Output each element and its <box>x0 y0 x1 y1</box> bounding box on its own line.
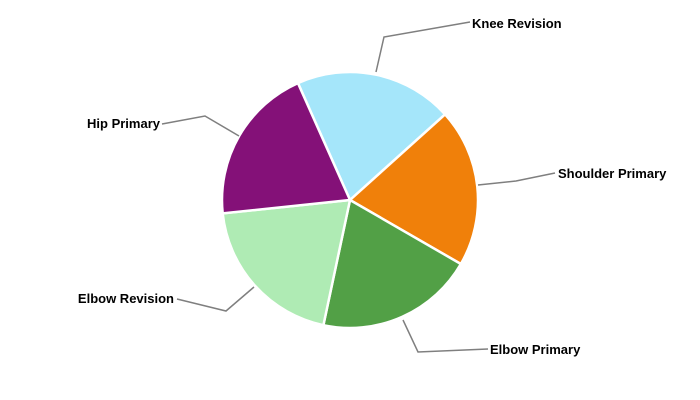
pie-slice-knee-revision <box>296 70 447 203</box>
leader-line <box>375 21 471 73</box>
slice-label: Shoulder Primary <box>558 166 667 181</box>
slice-label: Hip Primary <box>87 116 161 131</box>
leader-line <box>402 319 489 353</box>
slice-label: Elbow Primary <box>490 342 581 357</box>
slice-label: Elbow Revision <box>78 291 174 306</box>
pie-slice-shoulder-primary <box>347 112 480 266</box>
pie-slice-elbow-revision <box>221 198 352 327</box>
leader-line <box>477 172 556 186</box>
pie-slice-hip-primary <box>220 81 352 215</box>
leader-line <box>176 286 255 312</box>
slice-label: Knee Revision <box>472 16 562 31</box>
pie-slice-elbow-primary <box>321 198 463 330</box>
leader-line <box>161 115 240 137</box>
